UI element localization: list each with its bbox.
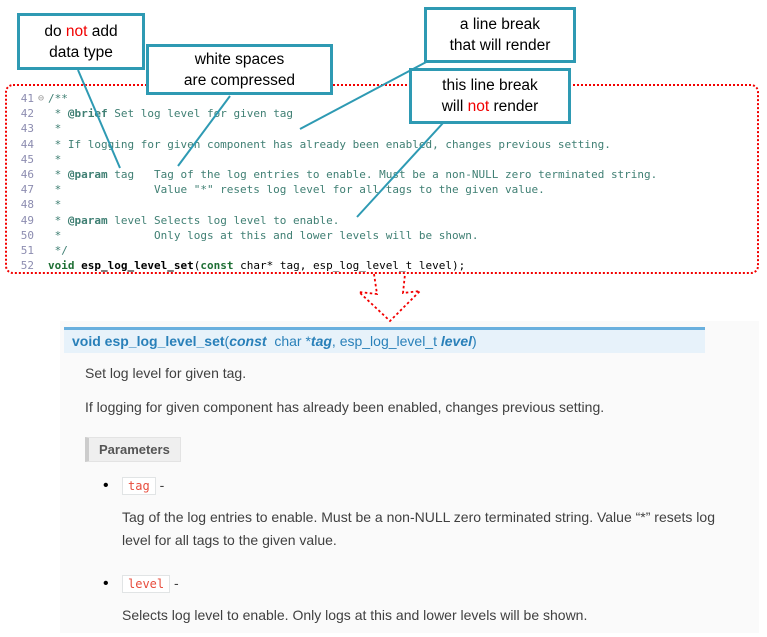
code-line: 47 * Value "*" resets log level for all … — [10, 182, 757, 197]
line-number: 45 — [20, 152, 34, 166]
line-number: 48 — [20, 198, 34, 212]
fold-gutter — [34, 243, 48, 258]
param-item: level - Selects log level to enable. Onl… — [101, 575, 733, 627]
comment-text: * Value "*" resets log level for all tag… — [48, 183, 545, 197]
comment-text: * — [48, 152, 62, 166]
line-number: 47 — [20, 183, 34, 197]
line-number: 42 — [20, 107, 34, 121]
fold-gutter — [34, 182, 48, 197]
doxygen-tag: @brief — [67, 107, 108, 121]
line-number: 44 — [20, 137, 34, 151]
code-line: 46 * @param tag Tag of the log entries t… — [10, 167, 757, 182]
fold-gutter — [34, 167, 48, 182]
doxygen-tag: @param — [67, 167, 108, 181]
code-line: 50 * Only logs at this and lower levels … — [10, 228, 757, 243]
renders-to-arrow — [356, 273, 423, 323]
callout-line: will not render — [441, 98, 539, 115]
param-desc: Tag of the log entries to enable. Must b… — [122, 509, 715, 548]
callout-line: data type — [49, 43, 113, 61]
fold-gutter — [34, 258, 48, 273]
code-line: 43 * — [10, 121, 757, 136]
code-line: 44 * If logging for given component has … — [10, 137, 757, 152]
signature-arg-type: esp_log_level_t — [339, 333, 441, 349]
line-number: 50 — [20, 228, 34, 242]
fold-gutter — [34, 213, 48, 228]
comment-text: tag Tag of the log entries to enable. Mu… — [107, 167, 658, 181]
description-paragraph: Set log level for given tag. — [85, 365, 247, 381]
param-list: tag - Tag of the log entries to enable. … — [101, 477, 733, 627]
signature-const-keyword: const — [229, 333, 267, 349]
line-number: 51 — [20, 243, 34, 257]
fold-gutter — [34, 121, 48, 136]
param-name-row: tag - — [122, 477, 733, 499]
code-line: 45 * — [10, 152, 757, 167]
line-number: 43 — [20, 122, 34, 136]
fold-marker-icon[interactable]: ⊖ — [37, 93, 45, 104]
fold-gutter — [34, 106, 48, 121]
fold-gutter — [34, 152, 48, 167]
code-line: 41⊖/** — [10, 91, 757, 106]
fold-gutter — [34, 137, 48, 152]
signature-return-type: void — [72, 333, 101, 349]
comment-text: * — [48, 122, 62, 136]
keyword: void — [48, 259, 75, 273]
line-number: 41 — [20, 92, 34, 105]
comment-text: * If logging for given component has alr… — [48, 137, 611, 151]
comment-text: */ — [48, 243, 68, 257]
param-name-chip: tag — [122, 477, 156, 495]
callout-whitespace: white spaces are compressed — [146, 44, 333, 95]
function-name: esp_log_level_set — [74, 259, 194, 273]
description-paragraph: If logging for given component has alrea… — [85, 399, 605, 415]
signature-function-name: esp_log_level_set — [100, 333, 225, 349]
callout-break-render: a line break that will render — [424, 7, 576, 63]
code-line: 51 */ — [10, 243, 757, 258]
comment-text: /** — [48, 92, 68, 105]
param-name-chip: level — [122, 575, 171, 593]
doxygen-tag: @param — [67, 213, 108, 227]
fold-gutter — [34, 197, 48, 212]
callout-break-no-render: this line break will not render — [409, 68, 571, 124]
parameters-label: Parameters — [85, 437, 181, 462]
function-signature: void esp_log_level_set(const char *tag, … — [64, 327, 705, 353]
param-item: tag - Tag of the log entries to enable. … — [101, 477, 733, 551]
param-desc: Selects log level to enable. Only logs a… — [122, 607, 588, 623]
comment-text: level Selects log level to enable. — [107, 213, 340, 227]
callout-line: do not add — [44, 22, 118, 40]
callout-no-datatype: do not add data type — [17, 13, 145, 70]
param-name-row: level - — [122, 575, 733, 597]
callout-line: white spaces — [194, 50, 285, 68]
fold-gutter — [34, 228, 48, 243]
line-number: 52 — [20, 259, 34, 273]
line-number: 49 — [20, 213, 34, 227]
callout-line: this line break — [442, 77, 538, 94]
code-line: 49 * @param level Selects log level to e… — [10, 213, 757, 228]
line-number: 46 — [20, 167, 34, 181]
rendered-docs-panel: void esp_log_level_set(const char *tag, … — [60, 321, 759, 633]
signature-arg-tag: tag — [310, 333, 332, 349]
comment-text: * Only logs at this and lower levels wil… — [48, 228, 479, 242]
code-editor[interactable]: 41⊖/** 42 * @brief Set log level for giv… — [5, 84, 759, 274]
keyword: const — [200, 259, 234, 273]
signature-arg-level: level — [440, 333, 473, 349]
callout-line: a line break — [459, 16, 541, 33]
comment-text: * — [48, 198, 62, 212]
code-line: 42 * @brief Set log level for given tag — [10, 106, 757, 121]
code-line: 48 * — [10, 197, 757, 212]
callout-line: are compressed — [183, 71, 296, 89]
comment-text: Set log level for given tag — [107, 107, 294, 121]
callout-line: that will render — [449, 37, 551, 54]
